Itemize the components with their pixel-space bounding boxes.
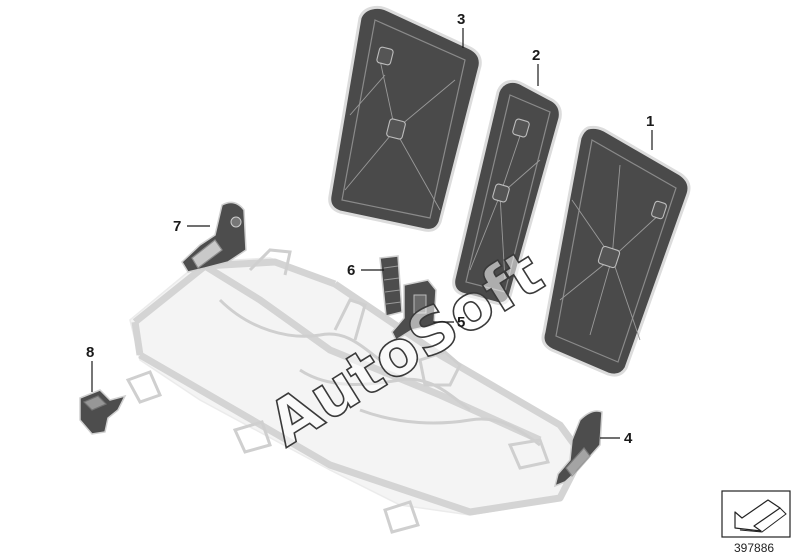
backrest-panel-2 [452,79,562,306]
part-7 [181,201,247,273]
diagram-number: 397886 [734,541,775,555]
backrest-panel-1 [541,125,691,377]
part-4 [553,410,603,488]
callout-8: 8 [86,344,94,361]
part-6 [379,255,403,317]
callout-4: 4 [624,430,633,447]
backrest-panel-3 [328,5,482,232]
callout-1: 1 [646,113,654,130]
callout-3: 3 [457,11,465,28]
seat-frame [125,248,586,534]
part-5 [391,279,437,342]
part-8 [79,389,127,435]
callout-7: 7 [173,218,181,235]
callout-2: 2 [532,47,540,64]
callout-5: 5 [457,314,465,331]
callout-6: 6 [347,262,355,279]
orientation-arrow-icon [721,490,791,538]
